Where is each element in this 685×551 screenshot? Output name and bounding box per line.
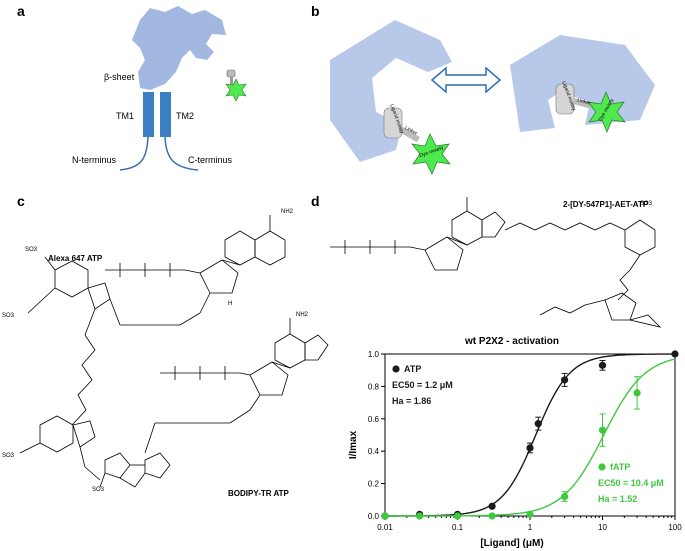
- protein-right: [510, 35, 655, 132]
- legend-marker-fatp: [598, 463, 606, 471]
- alexa-nh2: NH2: [281, 209, 294, 215]
- data-point-atp: [534, 420, 542, 428]
- label-beta-sheet: β-sheet: [104, 72, 135, 82]
- label-tm2: TM2: [176, 111, 194, 121]
- protein-left: [330, 20, 452, 162]
- equilibrium-arrow: [430, 66, 502, 94]
- data-point-fatp: [598, 426, 607, 434]
- data-point-fatp: [526, 510, 534, 518]
- alexa-so3-2: SO3: [2, 313, 15, 319]
- chart-axes: 0.01 0.1 1 10 100 0.0 0.2 0.4 0.6 0.8 1.0: [368, 350, 682, 532]
- panel-label-c: c: [17, 193, 25, 209]
- n-terminus-tail: [119, 136, 149, 171]
- data-point-atp: [671, 350, 679, 358]
- label-n-terminus: N-terminus: [72, 155, 117, 165]
- panel-label-d: d: [311, 193, 320, 209]
- legend-ha-atp: Ha = 1.86: [392, 396, 431, 406]
- data-point-fatp: [560, 492, 569, 501]
- receptor-ectodomain: [132, 6, 226, 90]
- tm1-helix: [143, 92, 154, 137]
- y-tick-label: 0.2: [368, 480, 380, 489]
- dose-response-chart: wt P2X2 - activation I/Imax [Ligand] (μM…: [348, 336, 682, 549]
- label-tm1: TM1: [116, 111, 134, 121]
- label-alexa-647-atp: Alexa 647 ATP: [48, 254, 103, 263]
- dye-star-left: [411, 133, 451, 175]
- dy547-atp-structure: [330, 197, 662, 328]
- alexa-so3-4: SO3: [92, 487, 105, 493]
- x-tick-label: 10: [598, 523, 607, 532]
- panel-label-b: b: [311, 3, 320, 19]
- bodipy-nh2: NH2: [296, 312, 309, 318]
- alexa-so3-3: SO3: [2, 453, 15, 459]
- dy-so3-1: SO3: [640, 201, 653, 207]
- legend-ha-fatp: Ha = 1.52: [598, 494, 637, 504]
- linker-left: [398, 125, 421, 143]
- plot-frame: [384, 353, 676, 517]
- dye-star-small: [225, 78, 247, 102]
- data-point-atp: [488, 502, 496, 510]
- y-axis-label: I/Imax: [348, 430, 359, 459]
- data-point-atp: [560, 376, 569, 384]
- x-tick-label: 0.01: [377, 523, 393, 532]
- ligand-linker: [230, 77, 233, 86]
- panel-c-structures: NH2 NH2 SO3 SO3 SO3 SO3 H: [2, 209, 329, 493]
- panel-d-structure: SO3: [330, 197, 662, 328]
- dye-star-right: [587, 91, 626, 133]
- data-point-fatp: [381, 512, 389, 520]
- legend-ec50-atp: EC50 = 1.2 μM: [392, 380, 453, 390]
- ligand-moiety-left: [383, 107, 403, 139]
- legend-marker-atp: [392, 365, 400, 373]
- chart-title: wt P2X2 - activation: [464, 336, 559, 347]
- legend-ec50-fatp: EC50 = 10.4 μM: [598, 478, 664, 488]
- ligand-head: [226, 69, 236, 78]
- linker-right: [572, 98, 596, 110]
- chart-points: [381, 350, 679, 520]
- data-point-atp: [526, 444, 534, 452]
- x-tick-label: 0.1: [452, 523, 464, 532]
- y-tick-label: 0.4: [368, 447, 380, 456]
- x-tick-label: 100: [668, 523, 682, 532]
- data-point-atp: [598, 361, 607, 369]
- alexa-so3-1: SO3: [25, 247, 38, 253]
- alexa-atp-structure: [19, 215, 286, 481]
- data-point-fatp: [633, 389, 641, 397]
- label-c-terminus: C-terminus: [188, 155, 233, 165]
- y-tick-label: 1.0: [368, 350, 380, 359]
- data-point-fatp: [415, 512, 424, 520]
- panel-label-a: a: [17, 3, 25, 19]
- data-point-fatp: [488, 512, 496, 520]
- y-tick-label: 0.6: [368, 415, 380, 424]
- label-dy547-compound: 2-[DY-547P1]-AET-ATP: [563, 200, 649, 209]
- y-tick-label: 0.0: [368, 512, 380, 521]
- x-axis-label: [Ligand] (μM): [480, 538, 543, 549]
- tm2-helix: [160, 92, 171, 137]
- bodipy-atp-structure: [99, 318, 329, 488]
- y-tick-label: 0.8: [368, 382, 380, 391]
- legend-name-fatp: fATP: [610, 462, 630, 472]
- chart-curves: [385, 353, 676, 517]
- fit-curve-atp: [385, 353, 675, 517]
- x-tick-label: 1: [528, 523, 533, 532]
- label-bodipy-tr-atp: BODIPY-TR ATP: [228, 489, 289, 498]
- c-terminus-tail: [164, 136, 199, 171]
- chart-legend: ATP EC50 = 1.2 μM Ha = 1.86 fATP EC50 = 10.4…: [392, 364, 664, 504]
- alexa-h: H: [228, 301, 232, 307]
- legend-name-atp: ATP: [404, 364, 421, 374]
- data-point-fatp: [453, 512, 462, 520]
